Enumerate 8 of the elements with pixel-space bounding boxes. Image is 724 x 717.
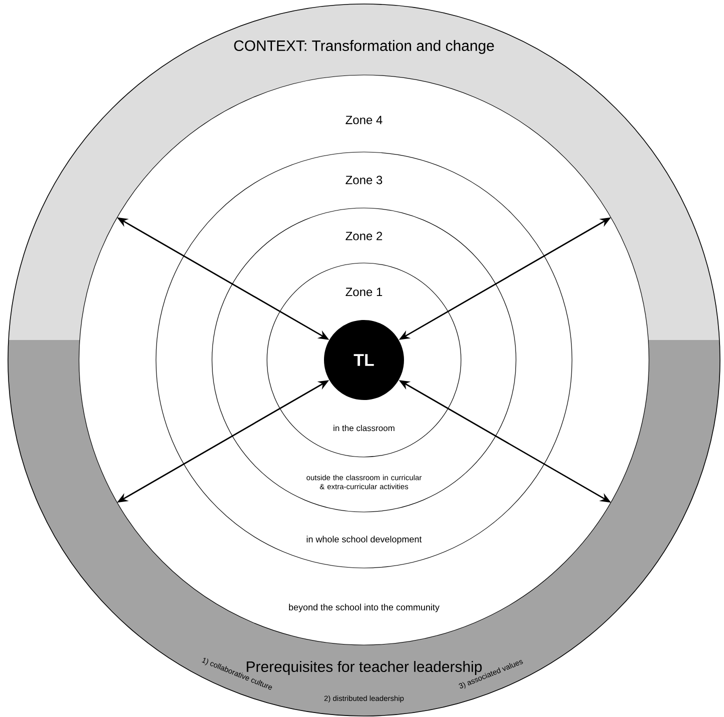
zone-description: beyond the school into the community bbox=[289, 604, 440, 612]
zone-description: in the classroom bbox=[334, 424, 394, 432]
zone-label: Zone 1 bbox=[346, 288, 382, 296]
band-title: CONTEXT: Transformation and change bbox=[234, 40, 494, 54]
zone-label: Zone 3 bbox=[346, 176, 382, 184]
zone-description: in whole school development bbox=[306, 536, 422, 544]
zone-label: Zone 4 bbox=[346, 116, 382, 124]
zone-label: Zone 2 bbox=[346, 232, 382, 240]
